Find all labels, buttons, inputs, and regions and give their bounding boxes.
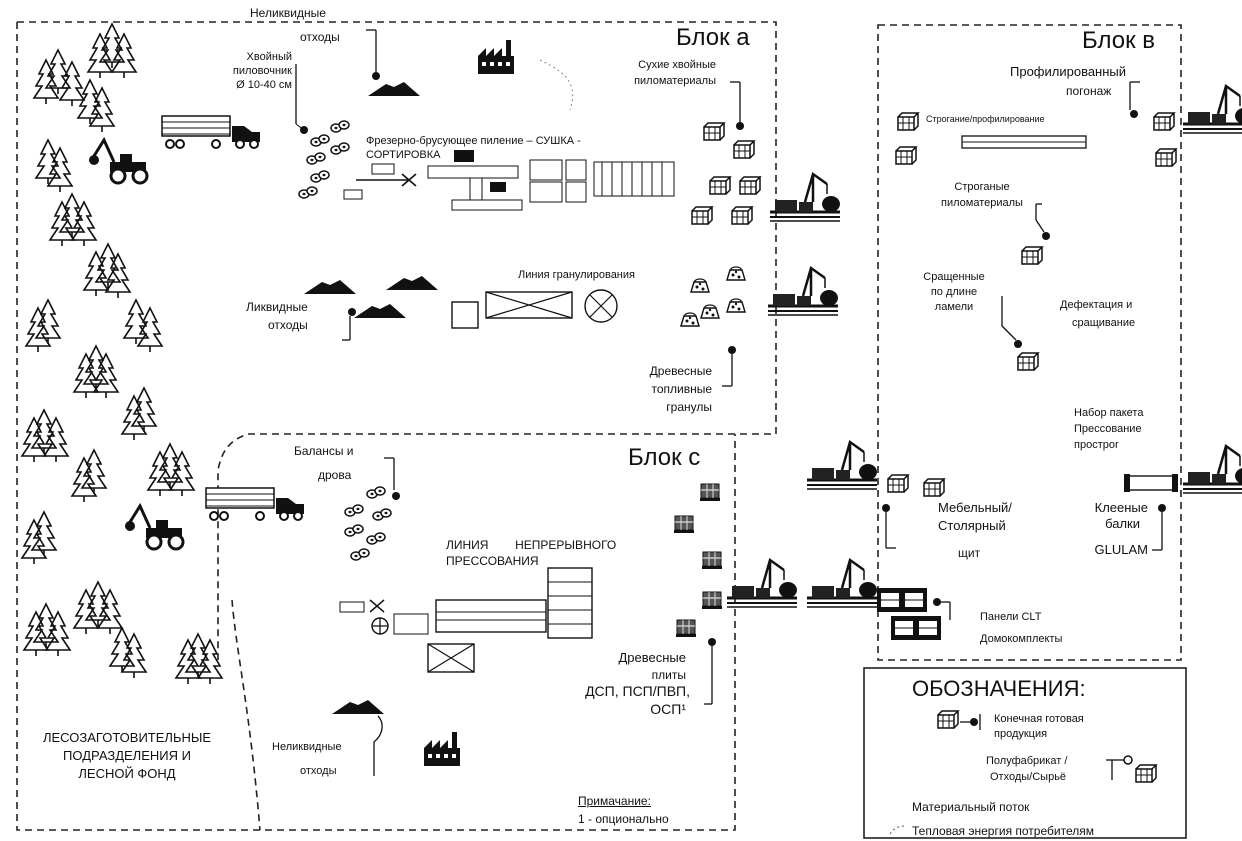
sawmill-line-label-1: Фрезерно-брусующее пиление – СУШКА - [366, 135, 581, 147]
balances-label-1: Балансы и [294, 444, 354, 458]
boards-label-4: ОСП¹ [650, 701, 686, 717]
planed-label-1: Строганые [954, 181, 1010, 193]
furniture-label-3: щит [958, 546, 981, 560]
press-label-3: простроr [1074, 439, 1119, 451]
profiled-label-2: погонаж [1066, 84, 1112, 98]
nelikvid-label-line2: отходы [300, 30, 340, 44]
liquid-waste-label-2: отходы [268, 318, 308, 332]
beams-label-3: GLULAM [1094, 542, 1148, 557]
block-v-title: Блок в [1082, 27, 1156, 54]
planed-label-2: пиломатериалы [941, 197, 1023, 209]
pellets-label-3: гранулы [666, 400, 712, 414]
clt-label-2: Домокомплекты [980, 633, 1063, 645]
liquid-waste-label-1: Ликвидные [246, 300, 308, 314]
pilovochnik-label-line2: пиловочник [232, 65, 292, 77]
nelikvid-label-line1: Неликвидные [250, 6, 326, 20]
legend-final-2: продукция [994, 728, 1048, 740]
spliced-label-1: Сращенные [923, 271, 985, 283]
legend-semi-1: Полуфабрикат / [986, 755, 1068, 767]
defect-label-1: Дефектация и [1060, 299, 1133, 311]
defect-label-2: сращивание [1072, 317, 1136, 329]
boards-label-1: Древесные [618, 650, 686, 665]
press-label-2: Прессование [1074, 423, 1142, 435]
granulation-label: Линия гранулирования [518, 269, 635, 281]
legend-title: ОБОЗНАЧЕНИЯ: [912, 676, 1086, 701]
note-label-1: Примачание: [578, 794, 651, 808]
nelikvid-c-label-1: Неликвидные [272, 741, 342, 753]
dry-lumber-label-2: пиломатериалы [634, 75, 716, 87]
block-a-title: Блок а [676, 24, 750, 51]
spliced-label-2: по длине [930, 286, 978, 298]
spliced-label-3: ламели [934, 301, 974, 313]
boards-label-3: ДСП, ПСП/ПВП, [585, 683, 690, 699]
pilovochnik-label-line3: Ø 10-40 см [236, 79, 292, 91]
pellets-label-1: Древесные [649, 364, 712, 378]
note-label-2: 1 - опционально [578, 812, 669, 826]
forest-label-2: ПОДРАЗДЕЛЕНИЯ И [63, 748, 191, 763]
nelikvid-c-label-2: отходы [300, 765, 337, 777]
legend-heat: Тепловая энергия потребителям [912, 824, 1094, 838]
beams-label-2: балки [1105, 516, 1140, 531]
forest-label-3: ЛЕСНОЙ ФОНД [78, 766, 176, 781]
legend-semi-2: Отходы/Сырьё [990, 771, 1067, 783]
furniture-label-2: Столярный [938, 518, 1006, 533]
dry-lumber-label-1: Сухие хвойные [638, 59, 716, 71]
forest-label-1: ЛЕСОЗАГОТОВИТЕЛЬНЫЕ [42, 730, 212, 745]
beams-label-1: Клееные [1094, 500, 1148, 515]
pilovochnik-label-line1: Хвойный [246, 51, 292, 63]
legend-flow: Материальный поток [912, 800, 1030, 814]
press-line-label-1: ЛИНИЯ НЕПРЕРЫВНОГО [446, 538, 617, 552]
clt-label-1: Панели CLT [980, 611, 1042, 623]
press-label-1: Набор пакета [1074, 407, 1144, 419]
block-c-title: Блок с [628, 444, 701, 471]
balances-label-2: дрова [318, 468, 352, 482]
sawmill-line-label-2: СОРТИРОВКА [366, 149, 441, 161]
furniture-label-1: Мебельный/ [938, 500, 1012, 515]
profiled-label-1: Профилированный [1010, 64, 1127, 79]
pellets-label-2: топливные [651, 382, 712, 396]
press-line-label-2: ПРЕССОВАНИЯ [446, 554, 539, 568]
boards-label-2: плиты [651, 668, 686, 682]
legend-final-1: Конечная готовая [994, 713, 1084, 725]
planing-label: Строгание/профилирование [926, 114, 1045, 124]
